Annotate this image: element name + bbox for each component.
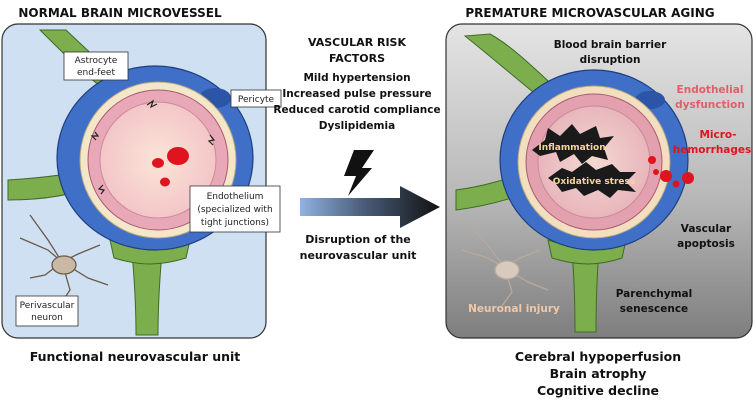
bbb-label-line2: disruption xyxy=(580,54,641,66)
pericyte-label: Pericyte xyxy=(238,95,275,105)
neuron-label-line1: Perivascular xyxy=(20,301,75,311)
astrocyte-label-line2: end-feet xyxy=(77,68,115,78)
right-panel-title: PREMATURE MICROVASCULAR AGING xyxy=(465,6,714,20)
risk-title-line2: FACTORS xyxy=(329,52,385,65)
vascular-apoptosis-line2: apoptosis xyxy=(677,238,735,250)
parenchymal-senescence-line1: Parenchymal xyxy=(616,288,692,300)
neuron-label-box: Perivascular neuron xyxy=(15,295,79,327)
endothelium-label-line3: tight junctions) xyxy=(201,218,269,228)
transition-arrow-icon xyxy=(300,186,440,228)
risk-item: Mild hypertension xyxy=(303,72,410,84)
endothelium-label-box: Endothelium (specialized with tight junc… xyxy=(189,185,281,233)
disruption-label-line2: neurovascular unit xyxy=(300,249,417,262)
endothelium-label-line2: (specialized with xyxy=(197,205,272,215)
neuronal-injury-label: Neuronal injury xyxy=(468,303,560,315)
endothelial-dysfunction-line2: dysfunction xyxy=(675,99,745,111)
neuron-label-line2: neuron xyxy=(31,313,63,323)
risk-item: Dyslipidemia xyxy=(319,120,395,132)
disruption-label-line1: Disruption of the xyxy=(305,233,411,246)
risk-item: Increased pulse pressure xyxy=(282,88,431,100)
astrocyte-label-box: Astrocyte end-feet xyxy=(63,51,129,81)
parenchymal-senescence-line2: senescence xyxy=(620,303,688,315)
risk-title-line1: VASCULAR RISK xyxy=(308,36,407,49)
oxidative-stress-label: Oxidative stress xyxy=(553,177,635,187)
left-panel-caption: Functional neurovascular unit xyxy=(30,349,241,364)
outcome-item: Brain atrophy xyxy=(550,366,647,381)
perivascular-neuron xyxy=(19,214,109,306)
left-panel-title: NORMAL BRAIN MICROVESSEL xyxy=(18,6,222,20)
pericyte-label-box: Pericyte xyxy=(230,89,282,108)
risk-item: Reduced carotid compliance xyxy=(273,104,440,116)
injured-neuron xyxy=(461,224,549,307)
microhemorrhages-line2: hemorrhages xyxy=(673,144,752,156)
endothelium-label-line1: Endothelium xyxy=(207,192,264,202)
vascular-apoptosis-line1: Vascular xyxy=(681,223,732,235)
outcome-item: Cerebral hypoperfusion xyxy=(515,349,681,364)
outcome-item: Cognitive decline xyxy=(537,383,659,398)
bbb-label-line1: Blood brain barrier xyxy=(554,39,667,51)
endothelial-dysfunction-line1: Endothelial xyxy=(677,84,744,96)
microhemorrhages-line1: Micro- xyxy=(699,129,736,141)
lightning-bolt-icon xyxy=(344,150,374,196)
astrocyte-label-line1: Astrocyte xyxy=(75,56,118,66)
inflammation-label: Inflammation xyxy=(538,143,605,153)
right-vessel-illustration xyxy=(455,33,694,333)
